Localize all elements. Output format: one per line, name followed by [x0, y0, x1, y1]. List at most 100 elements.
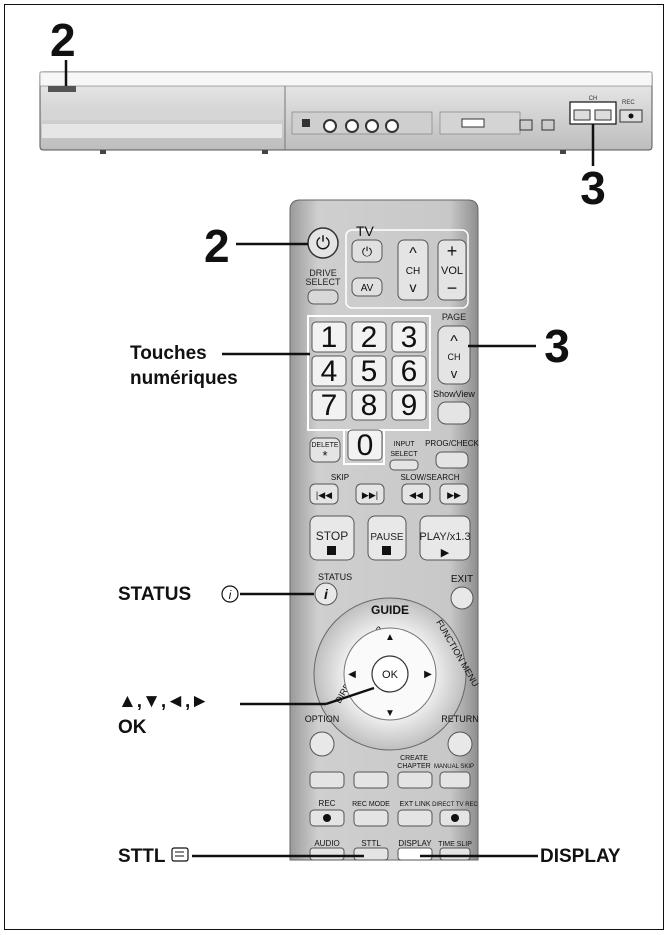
asterisk-icon: * [322, 448, 327, 463]
digit-button-9[interactable] [391, 389, 427, 421]
recorder-unit: CH REC [39, 71, 653, 154]
power-icon: ⏻ [316, 233, 330, 253]
digit-button-6[interactable] [391, 355, 427, 387]
pause-label: PAUSE [370, 532, 403, 543]
direct-tv-rec-label: DIRECT TV REC [432, 802, 478, 808]
pause-button[interactable] [367, 515, 407, 561]
digit-label-8: 8 [361, 389, 378, 422]
delete-label: DELETE [311, 442, 339, 449]
stop-icon [327, 546, 336, 555]
page-channel-rocker[interactable] [437, 325, 471, 385]
digit-button-7[interactable] [311, 389, 347, 421]
recorder-rec-label: REC [622, 100, 635, 106]
play-button[interactable] [419, 515, 471, 561]
play-icon-remote: ▶ [441, 547, 450, 559]
fast-forward-button[interactable] [439, 483, 469, 505]
digit-button-3[interactable] [391, 321, 427, 353]
digit-label-7: 7 [321, 389, 338, 422]
label-numeric-keys-1: Touches [130, 343, 207, 364]
dv-jack-icon [302, 119, 310, 127]
recorder-ch-up-button[interactable] [594, 109, 612, 121]
exit-label: EXIT [451, 574, 473, 585]
page-label: PAGE [442, 312, 466, 322]
tv-power-icon: ⏻ [362, 244, 372, 259]
svg-text:i: i [229, 588, 232, 602]
drive-select-label-1: DRIVE [309, 268, 337, 278]
skip-label: SKIP [331, 473, 349, 482]
stop-label: STOP [316, 529, 348, 543]
slow-search-label: SLOW/SEARCH [400, 473, 459, 482]
eject-icon [519, 119, 533, 131]
audio-label: AUDIO [314, 839, 339, 848]
audio-l-jack-icon [365, 119, 379, 133]
play-icon [541, 119, 555, 131]
digit-label-0: 0 [357, 429, 374, 462]
skip-back-button[interactable] [309, 483, 339, 505]
option-label: OPTION [305, 714, 340, 724]
tv-av-button[interactable] [351, 277, 383, 297]
color-button-1[interactable] [309, 771, 345, 789]
digit-button-8[interactable] [351, 389, 387, 421]
status-button[interactable] [314, 582, 338, 606]
digit-button-5[interactable] [351, 355, 387, 387]
skip-forward-button[interactable] [355, 483, 385, 505]
option-button[interactable] [309, 731, 335, 757]
digit-label-6: 6 [401, 355, 418, 388]
prog-check-button[interactable] [435, 451, 469, 469]
ext-link-button[interactable] [397, 809, 433, 827]
page-ch-label: CH [448, 352, 461, 362]
create-chapter-button[interactable] [397, 771, 433, 789]
arrow-left-icon[interactable]: ◀ [348, 669, 356, 680]
sttl-button[interactable] [353, 847, 389, 861]
recorder-power-button[interactable] [48, 86, 76, 92]
tv-control-box [345, 229, 469, 309]
digit-button-4[interactable] [311, 355, 347, 387]
manual-skip-button[interactable] [439, 771, 471, 789]
rewind-button[interactable] [401, 483, 431, 505]
digit-button-0[interactable] [347, 429, 383, 461]
rec-mode-button[interactable] [353, 809, 389, 827]
delete-button[interactable] [309, 437, 341, 463]
drive-select-button[interactable] [307, 289, 339, 305]
callout-power-top: 2 [50, 14, 76, 66]
arrow-up-icon[interactable]: ▲ [385, 632, 395, 643]
arrow-right-icon[interactable]: ▶ [424, 669, 432, 680]
tv-vol-label: VOL [441, 265, 463, 277]
svideo-jack-icon [323, 119, 337, 133]
arrow-down-icon[interactable]: ▼ [385, 708, 395, 719]
status-info-icon [221, 585, 239, 603]
tv-label: TV [356, 223, 375, 239]
digit-button-2[interactable] [351, 321, 387, 353]
label-numeric-keys-2: numériques [130, 368, 238, 389]
recorder-ch-down-button[interactable] [573, 109, 591, 121]
label-sttl: STTL [118, 846, 166, 867]
ok-button[interactable] [371, 655, 409, 693]
digit-button-1[interactable] [311, 321, 347, 353]
color-button-2[interactable] [353, 771, 389, 789]
page-up-icon: ^ [450, 333, 458, 350]
digit-label-5: 5 [361, 355, 378, 388]
tv-power-button[interactable] [351, 239, 383, 263]
digit-label-1: 1 [321, 321, 338, 354]
chevron-up-icon: ^ [409, 245, 417, 262]
audio-button[interactable] [309, 847, 345, 861]
digit-label-9: 9 [401, 389, 418, 422]
input-select-button[interactable] [389, 459, 419, 471]
time-slip-button[interactable] [439, 847, 471, 861]
digit-label-4: 4 [321, 355, 338, 388]
minus-icon: − [447, 278, 458, 298]
tv-channel-rocker[interactable] [397, 239, 429, 301]
status-label-remote: STATUS [318, 572, 352, 582]
callout-channel-top: 3 [580, 162, 606, 214]
exit-button[interactable] [450, 586, 474, 610]
display-button[interactable] [397, 847, 433, 861]
callout-page-remote: 3 [544, 320, 570, 372]
showview-button[interactable] [437, 401, 471, 425]
rec-mode-label: REC MODE [352, 801, 390, 808]
tv-volume-rocker[interactable] [437, 239, 467, 301]
stop-button[interactable] [309, 515, 355, 561]
return-button[interactable] [447, 731, 473, 757]
ok-label-remote: OK [382, 669, 399, 681]
guide-button[interactable]: GUIDE [371, 603, 409, 617]
